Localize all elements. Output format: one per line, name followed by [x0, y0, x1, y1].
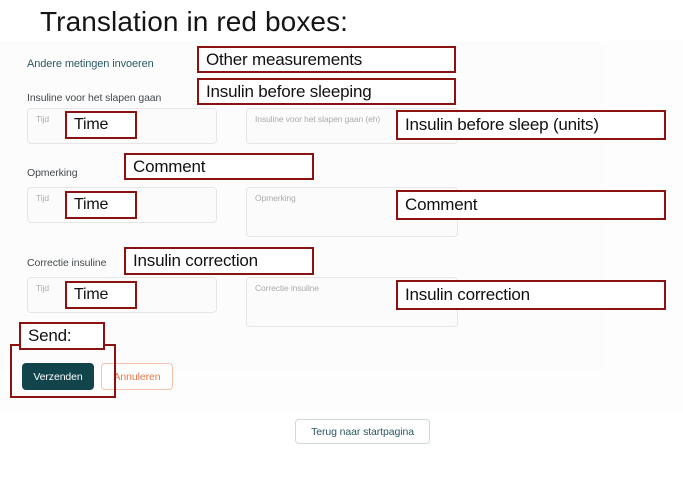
time-input-placeholder: Tijd: [36, 283, 49, 293]
annotation-comment-label: Comment: [124, 153, 314, 180]
page-title: Translation in red boxes:: [40, 6, 349, 37]
form-section-heading: Andere metingen invoeren: [27, 58, 154, 70]
value-input-placeholder: Insuline voor het slapen gaan (eh): [255, 114, 381, 124]
annotation-insulin-correction-value: Insulin correction: [396, 280, 666, 310]
field-label-comment: Opmerking: [27, 167, 78, 179]
field-label-insulin-before-sleep: Insuline voor het slapen gaan: [27, 92, 162, 104]
annotation-time-3: Time: [65, 281, 137, 309]
value-input-placeholder: Correctie insuline: [255, 283, 319, 293]
annotation-send-region-box: [10, 344, 116, 398]
field-label-insulin-correction: Correctie insuline: [27, 257, 107, 269]
time-input-placeholder: Tijd: [36, 193, 49, 203]
annotation-time-1: Time: [65, 111, 137, 139]
submit-button[interactable]: Verzenden: [22, 363, 94, 390]
annotation-time-2: Time: [65, 191, 137, 219]
annotation-other-measurements: Other measurements: [197, 46, 456, 73]
cancel-button[interactable]: Annuleren: [101, 363, 173, 390]
annotation-send-label: Send:: [19, 322, 105, 350]
annotation-insulin-before-sleeping: Insulin before sleeping: [197, 78, 456, 105]
value-input-placeholder: Opmerking: [255, 193, 296, 203]
time-input-placeholder: Tijd: [36, 114, 49, 124]
annotation-insulin-before-sleep-units: Insulin before sleep (units): [396, 110, 666, 140]
annotation-comment-value: Comment: [396, 190, 666, 220]
back-to-homepage-button[interactable]: Terug naar startpagina: [295, 419, 430, 444]
annotation-insulin-correction-label: Insulin correction: [124, 247, 314, 275]
